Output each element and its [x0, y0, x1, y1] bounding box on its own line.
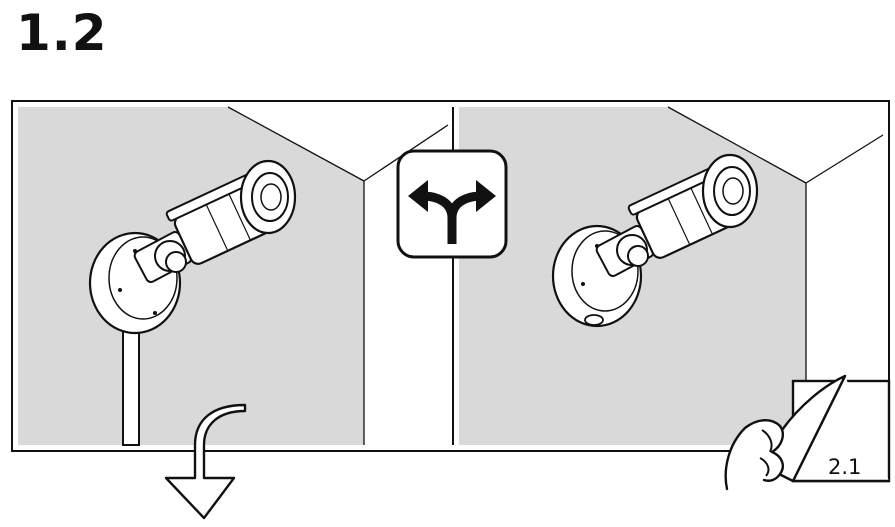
left-ceiling-line: [227, 106, 365, 182]
bullet-camera-without-conduit: [551, 153, 759, 328]
left-scene: [18, 106, 449, 520]
down-turn-arrow-icon: [164, 403, 247, 520]
left-wall: [18, 107, 364, 445]
bullet-camera-with-conduit: [88, 159, 297, 335]
page-turn-hand-icon: 2.1: [724, 374, 891, 491]
fork-arrow-icon: [396, 149, 508, 259]
right-scene: [459, 106, 884, 445]
illustration-frame: [11, 100, 890, 452]
step-number: 1.2: [16, 4, 108, 62]
page-reference-label: 2.1: [828, 455, 861, 479]
